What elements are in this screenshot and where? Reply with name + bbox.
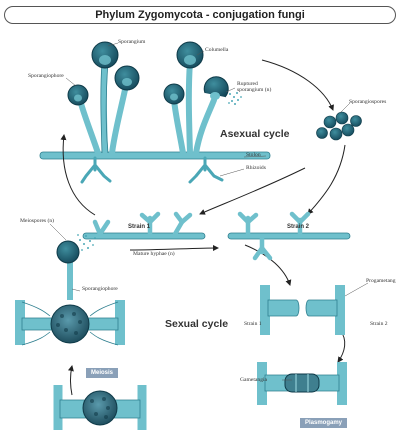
label-sporangiophore-bottom: Sporangiophore [82, 287, 118, 293]
sporangium [164, 84, 184, 104]
zygosporangium-upper [20, 300, 120, 345]
asexual-cycle-label: Asexual cycle [220, 128, 289, 140]
meiosis-badge: Meiosis [86, 368, 118, 378]
arrow-up-meiosis [71, 366, 73, 395]
arrow-to-strain1 [200, 168, 305, 214]
label-strain-1-side: Strain 1 [244, 322, 262, 328]
sporangium [68, 85, 88, 105]
arrow-to-strain2 [308, 145, 345, 214]
stolon [40, 152, 270, 159]
label-sporangiophore-top: Sporangiophore [28, 74, 64, 80]
label-sporangiospores: Sporangiospores [349, 100, 386, 106]
arrow-to-spores [262, 60, 333, 110]
zygosporangium-lower [58, 385, 142, 430]
sporangiophores-right [174, 62, 214, 153]
label-columella: Columella [205, 48, 228, 54]
sporangium [115, 66, 139, 90]
arrow-up-asexual [63, 135, 95, 215]
sporangiospores [317, 112, 362, 140]
label-stolon: Stolon [246, 153, 261, 159]
sporangium [92, 42, 118, 68]
label-strain-2-side: Strain 2 [370, 322, 388, 328]
sporangium [177, 42, 203, 68]
plasmogamy-badge: Plasmogamy [300, 418, 347, 428]
progametangia [265, 285, 340, 335]
rhizoids [82, 158, 222, 182]
strain-2-label: Strain 2 [287, 224, 309, 230]
sexual-cycle-label: Sexual cycle [165, 318, 228, 330]
strain-1-label: Strain 1 [128, 224, 150, 230]
strain-2-hypha [228, 214, 350, 258]
label-gametangia: Gametangia [240, 378, 267, 384]
label-progametangia: Progametang [366, 279, 396, 285]
label-meiospores: Meiospores (n) [20, 219, 54, 225]
label-mature-hyphae: Mature hyphae (n) [133, 252, 175, 258]
label-sporangium: Sporangium [118, 40, 145, 46]
label-ruptured-sporangium: Ruptured sporangium (n) [237, 82, 271, 93]
gametangia [262, 362, 342, 405]
arrow-to-progametangia [245, 245, 290, 285]
label-rhizoids: Rhizoids [246, 166, 266, 172]
arrow-hyphae-return [130, 248, 218, 250]
